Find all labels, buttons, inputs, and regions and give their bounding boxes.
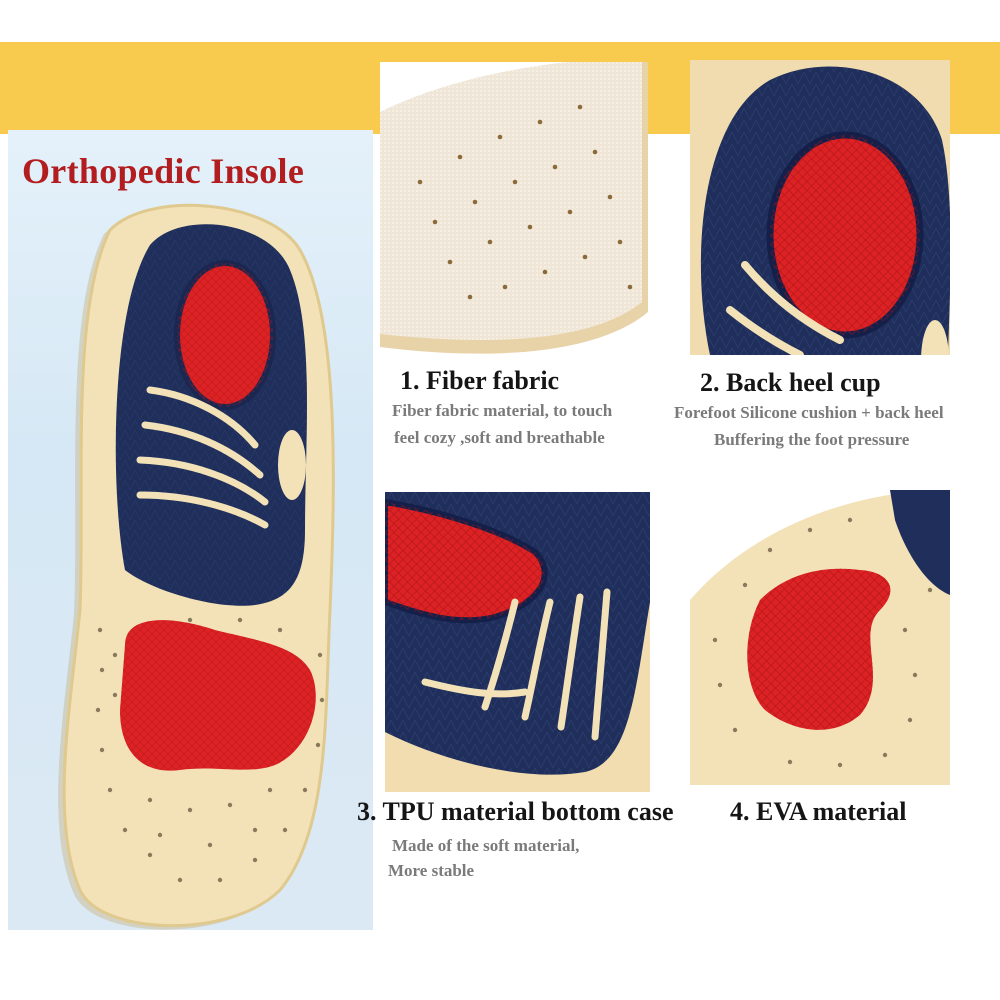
feature-3-heading: 3. TPU material bottom case <box>357 797 674 826</box>
fiber-fabric-photo <box>380 62 648 357</box>
heel-cup-photo <box>690 60 950 355</box>
main-insole-photo <box>40 190 360 930</box>
feature-2-heading: 2. Back heel cup <box>700 368 881 397</box>
feature-1-heading: 1. Fiber fabric <box>400 366 560 395</box>
tpu-case-photo <box>385 492 650 792</box>
feature-2-line-1: Forefoot Silicone cushion + back heel <box>674 403 944 422</box>
feature-2-line-2: Buffering the foot pressure <box>714 430 910 449</box>
feature-1-line-2: feel cozy ,soft and breathable <box>394 428 605 447</box>
feature-1-line-1: Fiber fabric material, to touch <box>392 401 613 420</box>
feature-3-line-1: Made of the soft material, <box>392 836 580 855</box>
eva-material-photo <box>690 490 950 785</box>
feature-3-line-2: More stable <box>388 861 475 880</box>
page-title: Orthopedic Insole <box>22 151 305 191</box>
feature-4-heading: 4. EVA material <box>730 797 907 826</box>
